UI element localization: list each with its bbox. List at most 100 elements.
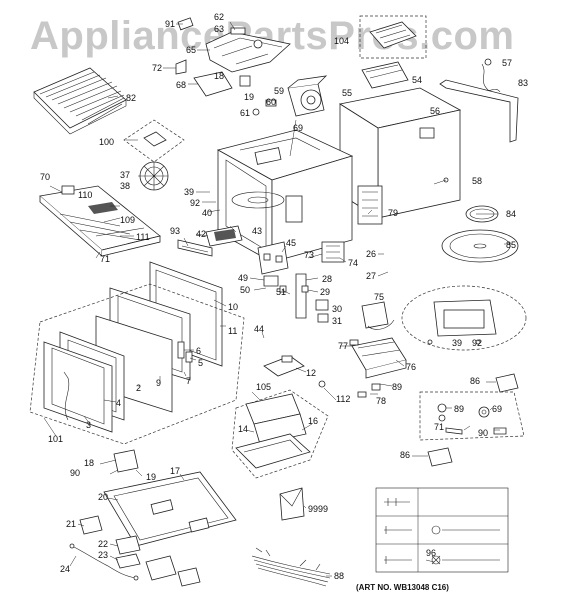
label-69-right: 69	[492, 404, 502, 414]
label-18-top: 18	[214, 71, 224, 81]
label-45: 45	[286, 238, 296, 248]
part-labels: 91 62 63 104 65 57 72 83 68 54 18 19 59 …	[40, 12, 528, 581]
label-100: 100	[99, 137, 114, 147]
label-24: 24	[60, 564, 70, 574]
label-101: 101	[48, 434, 63, 444]
label-71-right: 71	[434, 422, 444, 432]
label-10: 10	[228, 302, 238, 312]
label-86-top: 86	[470, 376, 480, 386]
part-oven-rack	[33, 67, 127, 135]
label-105: 105	[256, 382, 271, 392]
part-hardware-kit	[419, 373, 525, 441]
label-50: 50	[240, 285, 250, 295]
label-85: 85	[506, 240, 516, 250]
label-31: 31	[332, 316, 342, 326]
label-44: 44	[254, 324, 264, 334]
part-filter	[177, 239, 213, 257]
label-60: 60	[266, 97, 276, 107]
part-outer-case	[338, 87, 462, 219]
label-73: 73	[304, 250, 314, 260]
label-5: 5	[198, 358, 203, 368]
part-door-assembly	[29, 261, 245, 445]
label-39-right: 39	[452, 338, 462, 348]
label-71-top: 71	[100, 254, 110, 264]
label-110: 110	[78, 190, 92, 200]
label-14: 14	[238, 424, 248, 434]
label-19-bottom: 19	[146, 472, 156, 482]
label-17: 17	[170, 466, 180, 476]
label-79: 79	[388, 208, 398, 218]
label-62: 62	[214, 12, 224, 22]
label-21: 21	[66, 519, 76, 529]
label-69-top: 69	[293, 123, 303, 133]
label-23: 23	[98, 550, 108, 560]
label-28: 28	[322, 274, 332, 284]
label-6: 6	[196, 346, 201, 356]
part-turntable	[401, 205, 527, 351]
label-3: 3	[86, 420, 91, 430]
label-29: 29	[320, 287, 330, 297]
label-90-right: 90	[478, 428, 488, 438]
label-9999: 9999	[308, 504, 328, 514]
label-83: 83	[518, 78, 528, 88]
label-2: 2	[136, 383, 141, 393]
label-56: 56	[430, 106, 440, 116]
label-88: 88	[334, 571, 344, 581]
part-fan-motor	[252, 75, 328, 117]
label-37: 37	[120, 170, 130, 180]
label-43: 43	[252, 226, 262, 236]
label-70: 70	[40, 172, 50, 182]
part-hardware-table	[375, 447, 509, 573]
label-104: 104	[334, 36, 349, 46]
label-75: 75	[374, 292, 384, 302]
label-109: 109	[120, 215, 135, 225]
label-12: 12	[306, 368, 316, 378]
label-91: 91	[165, 19, 175, 29]
label-92-top: 92	[190, 198, 200, 208]
label-30: 30	[332, 304, 342, 314]
part-tray-assembly	[231, 355, 329, 479]
part-stirrer	[123, 119, 185, 191]
label-89-right: 89	[454, 404, 464, 414]
label-40: 40	[202, 208, 212, 218]
label-78: 78	[376, 396, 386, 406]
part-top-bracket	[175, 17, 291, 97]
label-77: 77	[338, 341, 348, 351]
part-bottom-assembly	[69, 449, 237, 587]
label-86-bottom: 86	[400, 450, 410, 460]
label-96: 96	[426, 548, 436, 558]
label-84: 84	[506, 209, 516, 219]
label-89-center: 89	[392, 382, 402, 392]
label-76: 76	[406, 362, 416, 372]
label-82: 82	[126, 93, 136, 103]
label-26: 26	[366, 249, 376, 259]
label-16: 16	[308, 416, 318, 426]
label-90-left: 90	[70, 468, 80, 478]
label-7: 7	[186, 376, 191, 386]
label-63: 63	[214, 24, 224, 34]
label-59: 59	[274, 86, 284, 96]
art-number: (ART NO. WB13048 C16)	[356, 583, 449, 592]
label-19-top: 19	[244, 92, 254, 102]
label-27: 27	[366, 271, 376, 281]
label-61: 61	[240, 108, 250, 118]
label-49: 49	[238, 273, 248, 283]
part-wire-harness	[251, 547, 331, 587]
part-control-boards	[205, 225, 289, 293]
label-11: 11	[228, 326, 237, 336]
label-18-bottom: 18	[84, 458, 94, 468]
label-42: 42	[196, 229, 206, 239]
label-68: 68	[176, 80, 186, 90]
label-54: 54	[412, 75, 422, 85]
label-20: 20	[98, 492, 108, 502]
label-57: 57	[502, 58, 512, 68]
label-55: 55	[342, 88, 352, 98]
label-22: 22	[98, 539, 108, 549]
label-92-right: 92	[472, 338, 482, 348]
label-58: 58	[472, 176, 482, 186]
part-vent-grille	[39, 185, 161, 257]
label-39-top: 39	[184, 187, 194, 197]
label-9: 9	[156, 378, 161, 388]
